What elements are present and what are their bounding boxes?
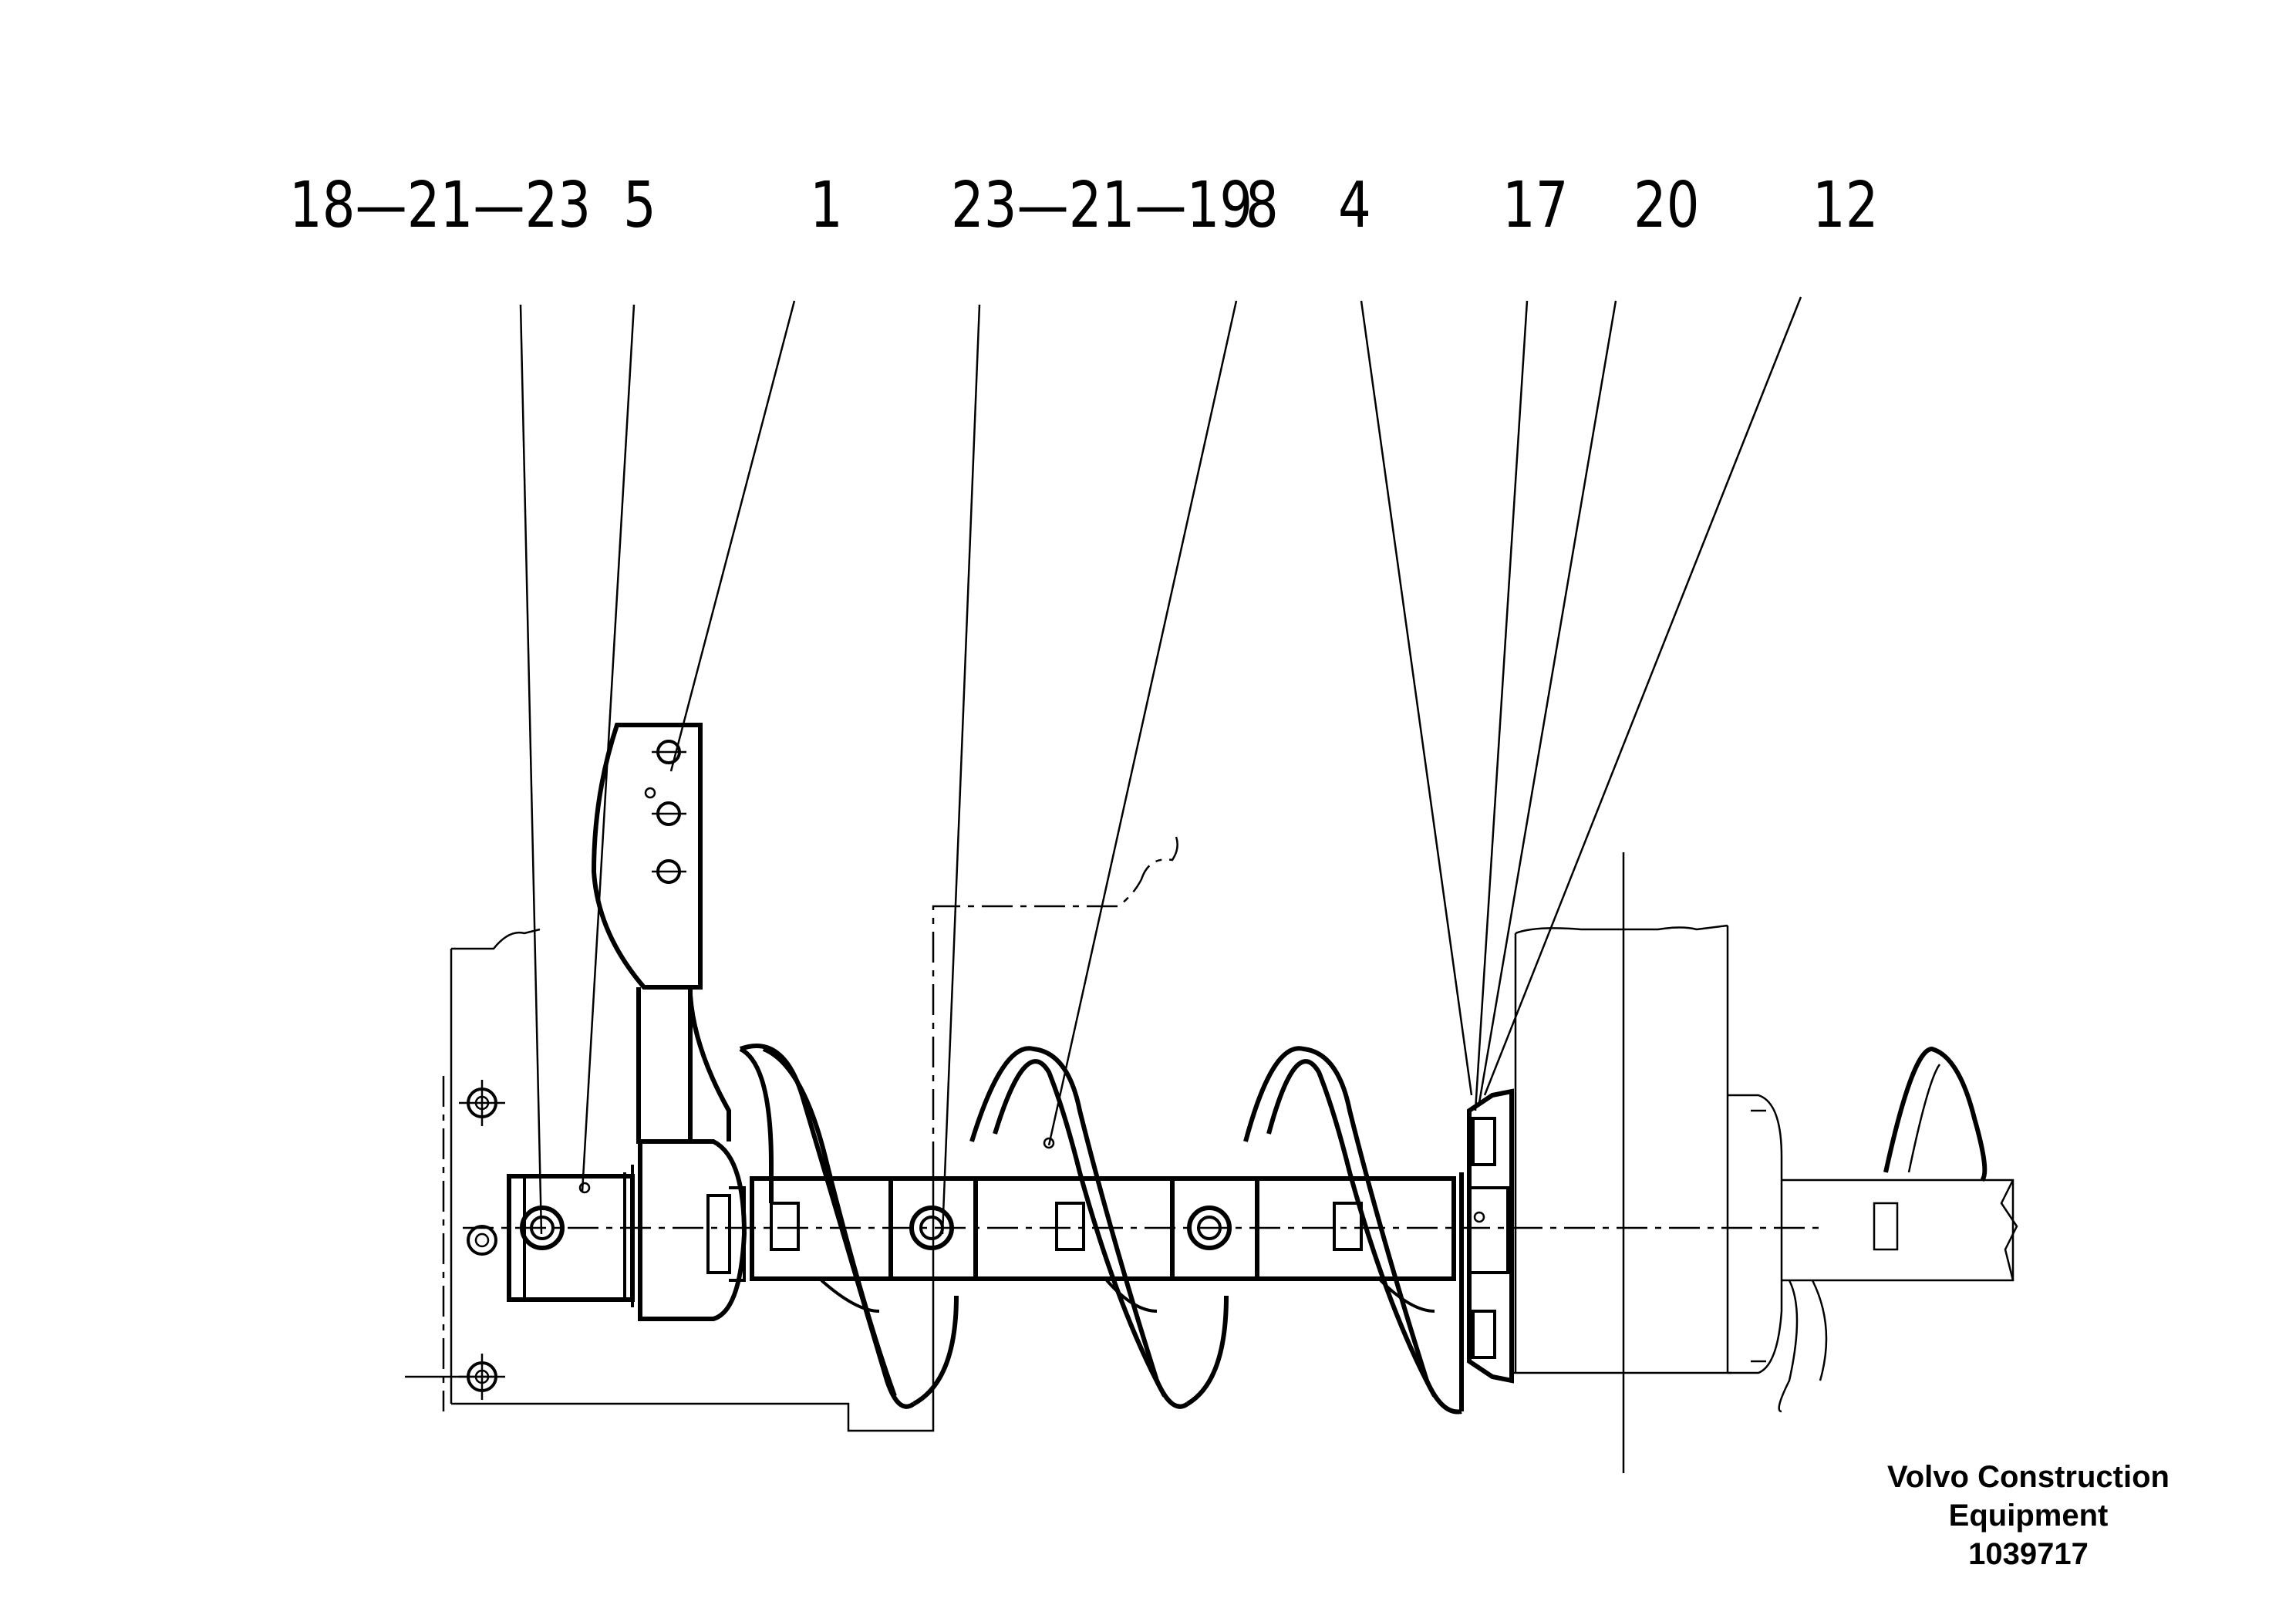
brand-line-2: Equipment (1948, 1499, 2109, 1533)
left-frame (405, 928, 935, 1432)
callout-5: 5 (623, 169, 656, 242)
callout-1: 1 (810, 169, 843, 242)
leader-lines (519, 296, 1802, 1235)
bearing-flange (1467, 1088, 1514, 1384)
callout-20: 20 (1633, 169, 1700, 242)
callout-12: 12 (1812, 169, 1879, 242)
bracket-arm (591, 723, 747, 1321)
right-frame (1512, 852, 1731, 1473)
callout-4: 4 (1338, 169, 1371, 242)
callout-17: 17 (1502, 169, 1569, 242)
auger-flights (739, 1044, 1464, 1415)
callout-18-21-23: 18—21—23 (289, 169, 592, 242)
brand-line-1: Volvo Construction (1887, 1460, 2170, 1494)
center-frame (932, 836, 1178, 1172)
next-auger-section (1728, 1046, 2018, 1413)
callout-23-21-19: 23—21—19 (951, 169, 1253, 242)
callout-8: 8 (1246, 169, 1279, 242)
drawing-number: 1039717 (1968, 1537, 2089, 1571)
shaft-end (507, 1174, 746, 1302)
